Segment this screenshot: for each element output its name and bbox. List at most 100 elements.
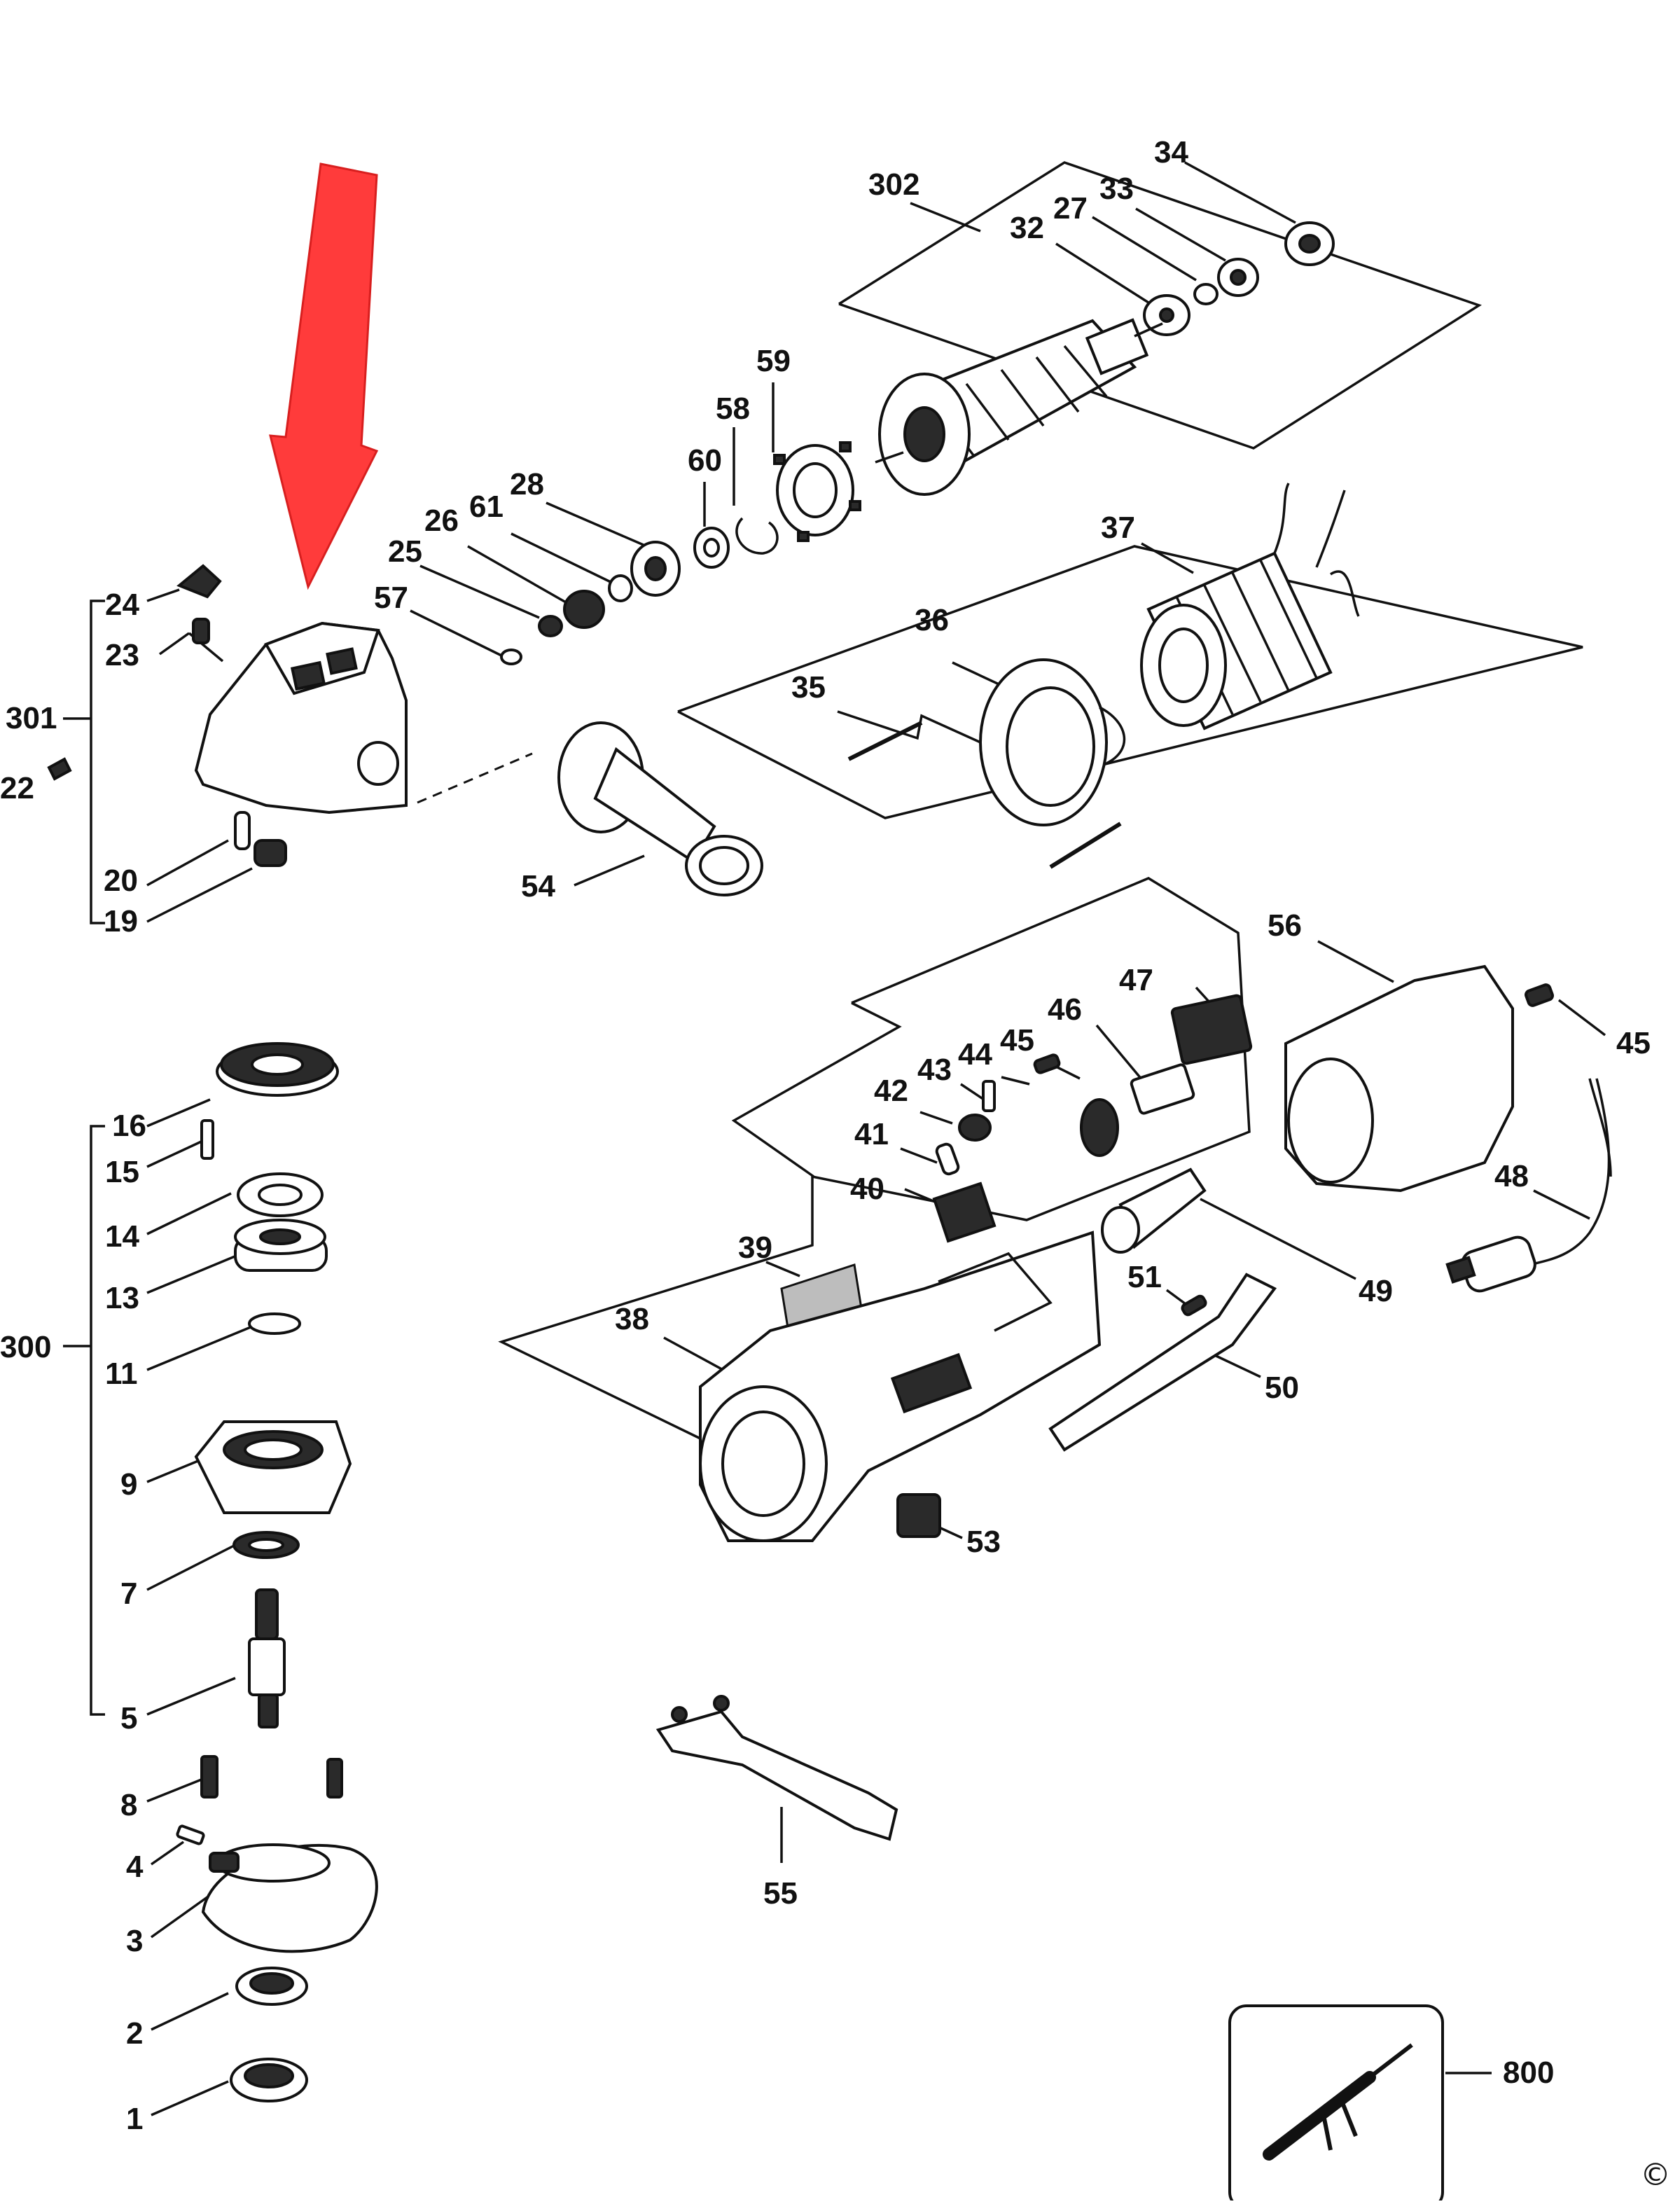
- part-16-gear: [216, 1042, 339, 1097]
- part-15-screw: [200, 1119, 214, 1160]
- part-59-baffle: [773, 441, 861, 542]
- label-38: 38: [615, 1302, 649, 1336]
- label-37: 37: [1101, 511, 1135, 545]
- part-61-washer: [608, 574, 633, 602]
- label-15: 15: [105, 1155, 139, 1189]
- label-32: 32: [1010, 211, 1044, 245]
- part-labels: 302 34 33 27 32 59 58 60 28 61 26 25 57 …: [0, 135, 1671, 2193]
- label-46: 46: [1048, 992, 1082, 1027]
- label-22: 22: [0, 771, 34, 805]
- label-13: 13: [105, 1281, 139, 1315]
- part-58-circlip: [735, 517, 779, 555]
- label-5: 5: [120, 1701, 137, 1735]
- part-49-sleeve: [1101, 1167, 1207, 1254]
- part-8-screw-b: [326, 1758, 343, 1798]
- label-20: 20: [104, 864, 138, 898]
- label-34: 34: [1154, 135, 1188, 169]
- part-19-plug: [254, 839, 287, 867]
- label-39: 39: [738, 1231, 772, 1265]
- label-16: 16: [112, 1109, 146, 1143]
- label-301: 301: [6, 701, 57, 735]
- label-57: 57: [374, 581, 408, 615]
- part-11-washer: [248, 1312, 301, 1335]
- part-301-gear-case: [194, 621, 408, 815]
- part-43-pin: [982, 1080, 996, 1112]
- label-3: 3: [126, 1924, 143, 1958]
- label-59: 59: [756, 344, 791, 378]
- part-302-armature: [875, 318, 1163, 496]
- label-48: 48: [1494, 1159, 1529, 1193]
- part-9-housing: [194, 1420, 352, 1514]
- part-22-screw: [47, 757, 72, 781]
- label-19: 19: [104, 904, 138, 938]
- label-43: 43: [917, 1053, 952, 1087]
- label-9: 9: [120, 1467, 137, 1502]
- part-54-side-handle: [557, 721, 763, 896]
- part-35-screw: [847, 721, 923, 761]
- label-54: 54: [521, 869, 555, 903]
- part-24-button: [176, 564, 222, 599]
- part-13-bearing: [234, 1219, 328, 1272]
- leader-lines: [146, 161, 1606, 2116]
- label-26: 26: [424, 504, 459, 538]
- label-2: 2: [126, 2016, 143, 2051]
- part-26-pinion: [563, 590, 605, 629]
- part-51-spring: [1181, 1294, 1207, 1317]
- part-20-pin: [234, 811, 251, 850]
- label-56: 56: [1268, 908, 1302, 943]
- label-49: 49: [1359, 1274, 1393, 1308]
- label-45: 45: [1000, 1023, 1034, 1058]
- label-11: 11: [105, 1357, 138, 1391]
- part-27-washer: [1193, 283, 1219, 305]
- label-28: 28: [510, 467, 544, 501]
- label-41: 41: [854, 1117, 889, 1151]
- label-33: 33: [1099, 172, 1134, 206]
- part-56-rear-cover: [1284, 964, 1514, 1193]
- part-35-screw-b: [1049, 822, 1122, 869]
- label-23: 23: [105, 638, 139, 672]
- label-8: 8: [120, 1788, 137, 1822]
- part-55-spanner: [655, 1710, 898, 1841]
- part-800-box: [1228, 2004, 1444, 2204]
- label-24: 24: [105, 588, 139, 622]
- label-61: 61: [469, 490, 504, 524]
- label-55: 55: [763, 1876, 798, 1911]
- part-3-guard: [201, 1843, 378, 1953]
- part-8-screw: [200, 1755, 218, 1798]
- parts: [47, 221, 1612, 2102]
- label-25: 25: [388, 534, 422, 569]
- label-44: 44: [958, 1037, 992, 1072]
- part-45-screw: [1525, 983, 1554, 1007]
- part-46-suppressor: [1130, 1063, 1195, 1115]
- label-27: 27: [1053, 191, 1088, 226]
- copyright-symbol: ©: [1640, 2157, 1671, 2193]
- part-53-button: [896, 1493, 941, 1538]
- label-7: 7: [120, 1576, 137, 1611]
- part-25-nut: [538, 615, 563, 637]
- label-4: 4: [126, 1850, 144, 1884]
- label-1: 1: [126, 2102, 143, 2136]
- part-5-spindle: [248, 1588, 286, 1728]
- part-45-component: [1033, 1053, 1061, 1074]
- part-40-bracket: [932, 1181, 997, 1243]
- label-58: 58: [716, 391, 750, 426]
- label-40: 40: [850, 1172, 884, 1206]
- part-41-clip: [935, 1142, 960, 1176]
- label-51: 51: [1127, 1260, 1162, 1294]
- assembly-outlines: [63, 161, 1583, 1716]
- label-36: 36: [915, 603, 949, 637]
- part-37-field: [1140, 483, 1360, 730]
- label-35: 35: [791, 670, 826, 705]
- part-47-switch: [1170, 994, 1253, 1065]
- part-44-disc: [1080, 1098, 1119, 1157]
- part-4-screw: [176, 1824, 205, 1845]
- part-38-housing: [699, 1231, 1102, 1542]
- label-14: 14: [105, 1219, 139, 1254]
- label-53: 53: [966, 1525, 1001, 1559]
- part-36-fan-guide: [979, 658, 1126, 826]
- part-50-rod: [1048, 1273, 1277, 1452]
- label-50: 50: [1265, 1371, 1299, 1405]
- label-60: 60: [688, 443, 722, 478]
